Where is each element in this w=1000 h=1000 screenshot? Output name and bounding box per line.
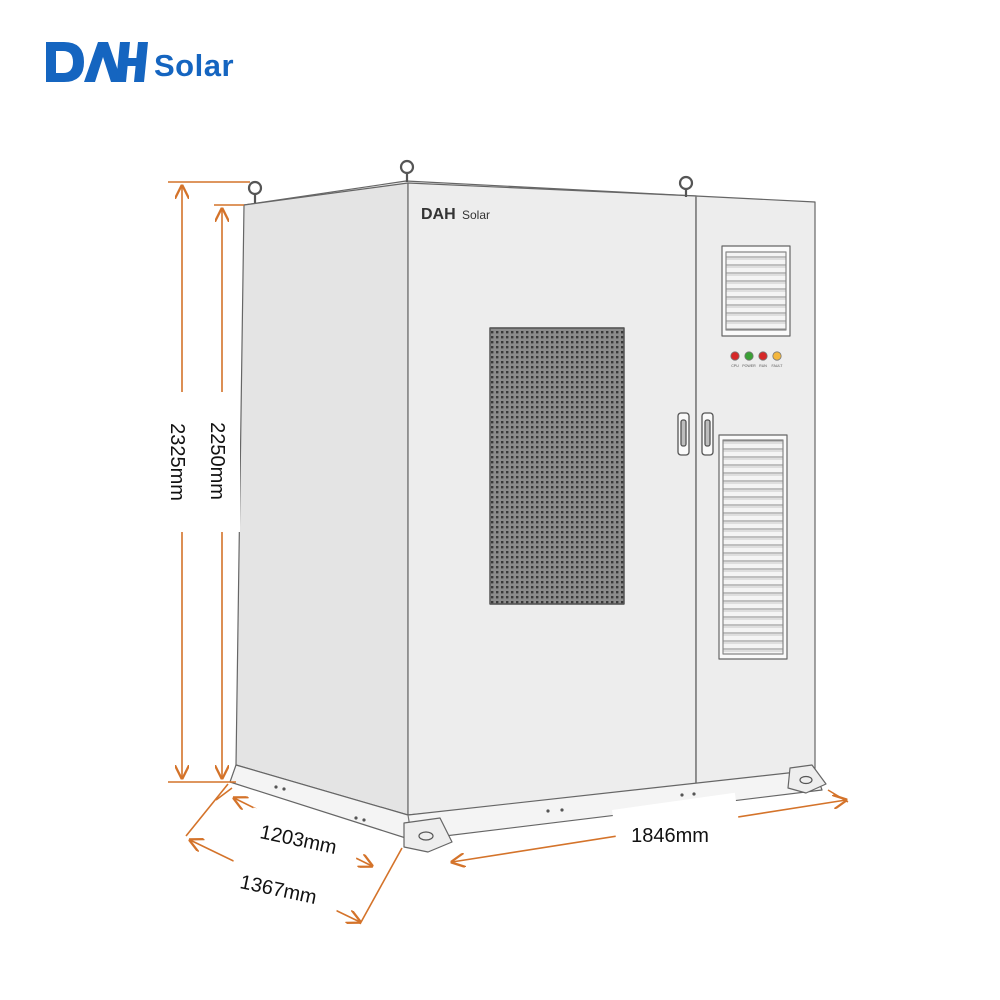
width-extension-right [827, 789, 849, 803]
front-foot-left [403, 817, 453, 853]
battery-cabinet [229, 159, 827, 853]
lifting-eye-icon [247, 159, 694, 203]
lower-louver-vent [722, 439, 784, 655]
ventilation-mesh-grille [489, 327, 625, 605]
indicator-light-run-icon [758, 351, 768, 361]
cabinet-front-logo-mark: DAH [421, 206, 456, 223]
cabinet-front-logo: DAH Solar [421, 206, 490, 223]
cabinet-side-panel [235, 182, 409, 816]
overall-height-label: 2325mm [166, 423, 188, 501]
overall-depth-extension-left [185, 783, 229, 837]
indicator-label-power: POWER [742, 364, 756, 368]
body-height-label: 2250mm [206, 422, 228, 500]
brand-logo-word: Solar [154, 48, 235, 83]
body-depth-extension-left [215, 787, 233, 801]
dah-logo-mark-icon [46, 42, 148, 82]
indicator-label-cpu: CPU [731, 364, 739, 368]
indicator-label-run: RUN [759, 364, 767, 368]
brand-logo: Solar [44, 38, 234, 84]
indicator-label-fault: FAULT [772, 364, 784, 368]
front-foot-right [787, 764, 827, 794]
indicator-light-power-icon [744, 351, 754, 361]
upper-louver-vent [725, 251, 787, 331]
indicator-light-cpu-icon [730, 351, 740, 361]
dimension-labels: 2325mm 2250mm 1203mm 1367mm 1846mm [160, 392, 744, 941]
cabinet-front-logo-word: Solar [462, 208, 490, 222]
width-label: 1846mm [631, 825, 709, 847]
indicator-light-fault-icon [772, 351, 782, 361]
overall-depth-extension-right [359, 847, 403, 925]
